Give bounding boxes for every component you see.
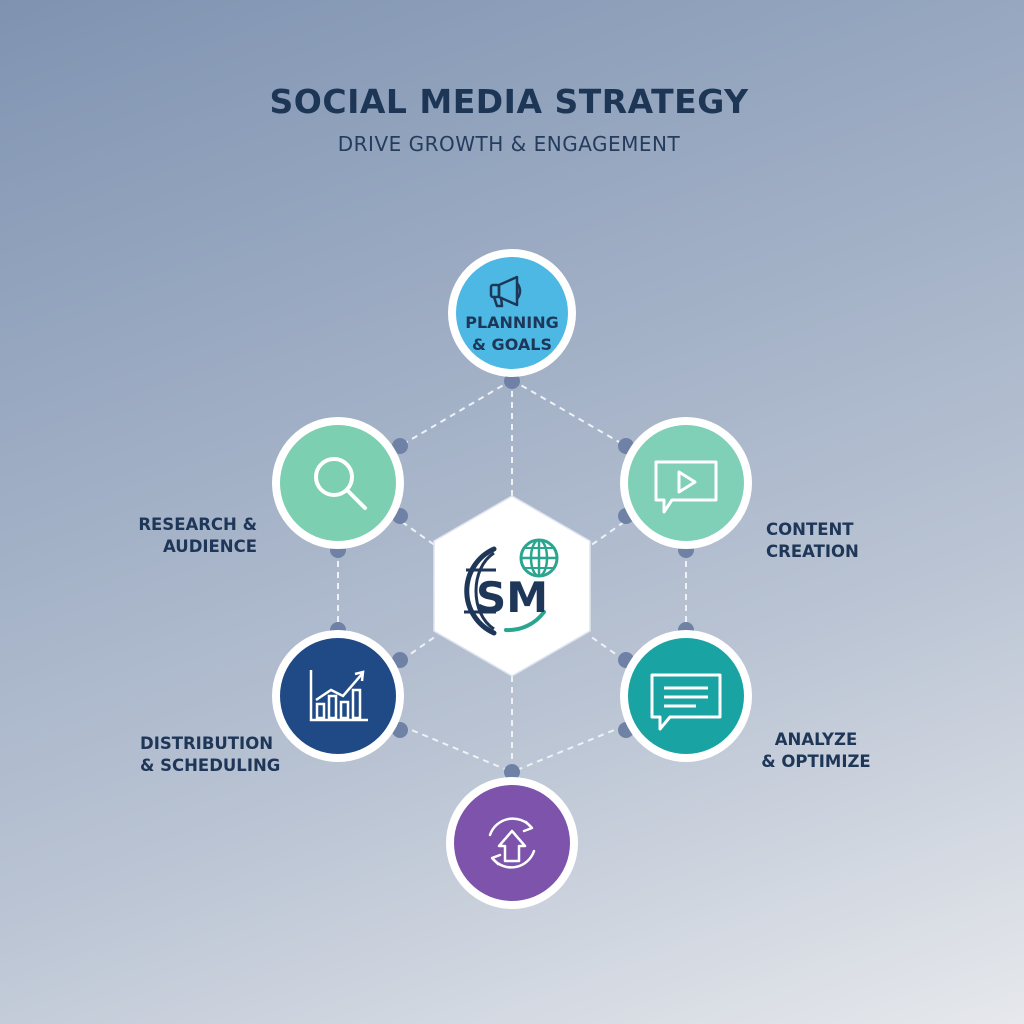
page-title: SOCIAL MEDIA STRATEGY [269, 82, 749, 121]
node-distribution[interactable] [272, 630, 404, 762]
label-line2: & SCHEDULING [140, 756, 281, 775]
chat-bubble-icon [650, 673, 722, 731]
refresh-cycle-icon [488, 817, 536, 869]
label-line1: CONTENT [766, 520, 854, 539]
logo-text: SM [476, 573, 548, 622]
label-analyze: ANALYZE & OPTIMIZE [752, 729, 880, 773]
node-planning[interactable] [448, 249, 576, 377]
label-distribution: DISTRIBUTION & SCHEDULING [140, 733, 280, 777]
label-content: CONTENT CREATION [766, 519, 859, 563]
node-content[interactable] [620, 417, 752, 549]
bar-chart-growth-icon [309, 670, 368, 722]
label-line2: AUDIENCE [163, 537, 257, 556]
globe-logo-icon [464, 538, 559, 636]
label-line2: CREATION [766, 542, 859, 561]
label-line1: ANALYZE [774, 730, 858, 749]
node-cycle[interactable] [446, 777, 578, 909]
label-line2: & OPTIMIZE [761, 752, 871, 771]
magnifier-icon [314, 457, 367, 510]
page-subtitle: DRIVE GROWTH & ENGAGEMENT [337, 132, 681, 156]
node-label-line1: PLANNING [465, 313, 559, 332]
node-label-line2: & GOALS [472, 335, 552, 354]
node-analyze[interactable] [620, 630, 752, 762]
megaphone-icon [489, 275, 522, 308]
center-hub: SM [433, 495, 591, 677]
label-line1: RESEARCH & [138, 515, 257, 534]
video-chat-icon [654, 460, 718, 514]
node-research[interactable] [272, 417, 404, 549]
label-research: RESEARCH & AUDIENCE [120, 514, 257, 558]
node-label-planning: PLANNING & GOALS [440, 312, 584, 356]
label-line1: DISTRIBUTION [140, 734, 274, 753]
connector-lines [337, 379, 687, 773]
